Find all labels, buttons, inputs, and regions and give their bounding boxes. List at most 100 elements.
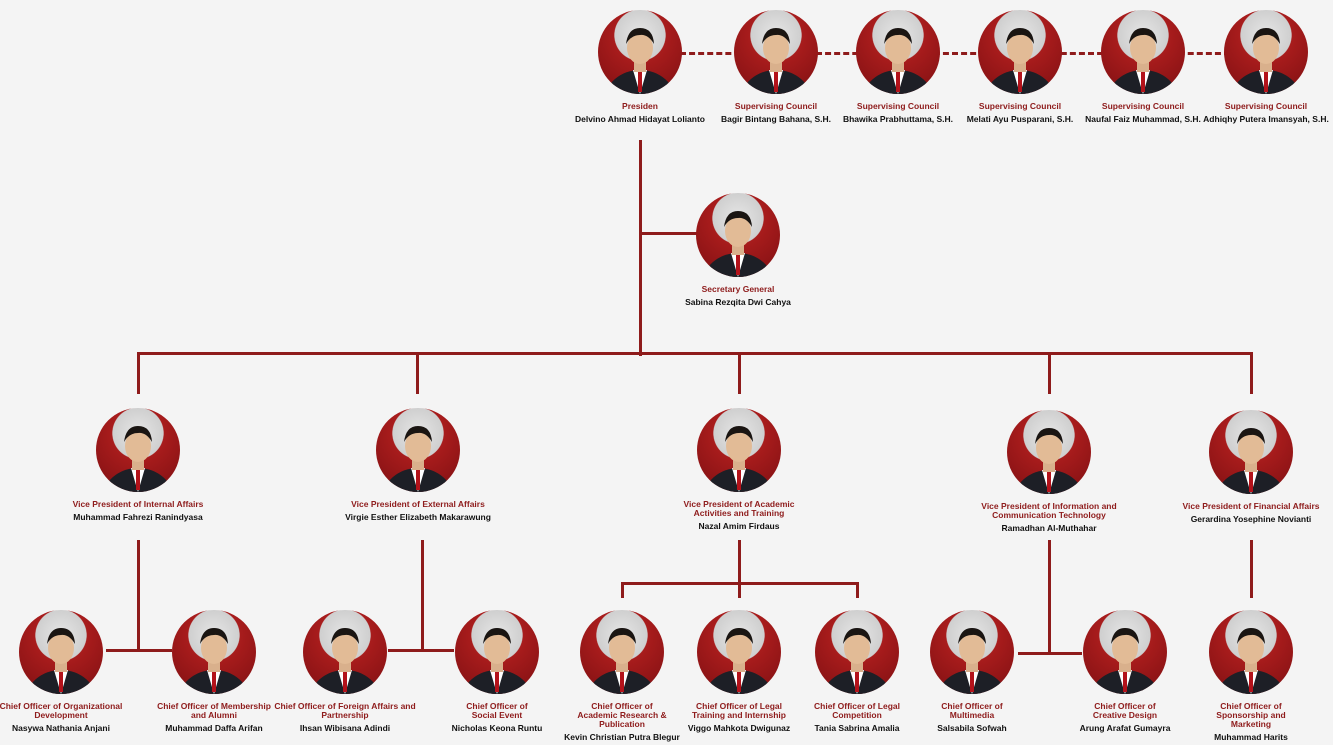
avatar — [96, 408, 180, 492]
org-node-vp-internal: Vice President of Internal Affairs Muham… — [28, 408, 248, 522]
org-node-vp-external: Vice President of External Affairs Virgi… — [308, 408, 528, 522]
connector — [738, 352, 741, 394]
node-role: Vice President of Information and Commun… — [981, 501, 1117, 520]
avatar — [303, 610, 387, 694]
connector — [621, 582, 624, 598]
connector — [1048, 540, 1051, 652]
connector — [856, 582, 859, 598]
node-name: Nasywa Nathania Anjani — [12, 723, 110, 733]
connector — [421, 540, 424, 650]
node-role: Chief Officer of Legal Training and Inte… — [692, 701, 786, 720]
node-role: Chief Officer of Foreign Affairs and Par… — [274, 701, 416, 720]
avatar — [930, 610, 1014, 694]
node-name: Arung Arafat Gumayra — [1079, 723, 1171, 733]
node-role: Chief Officer of Academic Research & Pub… — [577, 701, 667, 729]
avatar — [734, 10, 818, 94]
connector — [1250, 540, 1253, 598]
avatar — [1083, 610, 1167, 694]
org-node-chief: Chief Officer of Multimedia Salsabila So… — [862, 610, 1082, 733]
node-role: Chief Officer of Social Event — [466, 701, 528, 720]
connector — [1250, 352, 1253, 394]
org-node-chief: Chief Officer of Sponsorship and Marketi… — [1141, 610, 1333, 742]
avatar — [19, 610, 103, 694]
node-role: Supervising Council — [856, 101, 940, 111]
org-node-supervising-council: Supervising Council Naufal Faiz Muhammad… — [1033, 10, 1253, 124]
connector — [639, 232, 699, 235]
node-role: Vice President of Internal Affairs — [72, 499, 204, 509]
connector — [1048, 352, 1051, 394]
org-node-presiden: Presiden Delvino Ahmad Hidayat Lolianto — [530, 10, 750, 124]
org-node-chief: Chief Officer of Legal Training and Inte… — [629, 610, 849, 733]
connector — [1018, 652, 1082, 655]
node-name: Salsabila Sofwah — [937, 723, 1007, 733]
node-name: Delvino Ahmad Hidayat Lolianto — [574, 114, 706, 124]
connector — [416, 352, 419, 394]
node-name: Melati Ayu Pusparani, S.H. — [966, 114, 1074, 124]
node-name: Gerardina Yosephine Novianti — [1190, 514, 1312, 524]
avatar — [815, 610, 899, 694]
avatar — [580, 610, 664, 694]
connector — [738, 540, 741, 598]
org-node-vp-financial: Vice President of Financial Affairs Gera… — [1141, 410, 1333, 524]
node-name: Muhammad Daffa Arifan — [165, 723, 263, 733]
node-name: Muhammad Harits — [1214, 732, 1288, 742]
connector — [137, 352, 1253, 355]
node-name: Kevin Christian Putra Blegur — [564, 732, 680, 742]
org-node-chief: Chief Officer of Social Event Nicholas K… — [387, 610, 607, 733]
node-role: Secretary General — [701, 284, 775, 294]
connector — [137, 540, 140, 650]
org-node-vp-academic: Vice President of Academic Activities an… — [629, 408, 849, 531]
node-role: Vice President of Academic Activities an… — [683, 499, 795, 518]
org-node-supervising-council: Supervising Council Melati Ayu Pusparani… — [910, 10, 1130, 124]
node-role: Chief Officer of Organizational Developm… — [0, 701, 123, 720]
avatar — [978, 10, 1062, 94]
node-role: Supervising Council — [1224, 101, 1308, 111]
org-node-supervising-council: Supervising Council Bhawika Prabhuttama,… — [788, 10, 1008, 124]
avatar — [598, 10, 682, 94]
avatar — [1224, 10, 1308, 94]
org-node-secretary-general: Secretary General Sabina Rezqita Dwi Cah… — [628, 193, 848, 307]
avatar — [1209, 610, 1293, 694]
council-dashed-connector — [680, 52, 1230, 55]
org-node-chief: Chief Officer of Organizational Developm… — [0, 610, 171, 733]
node-name: Tania Sabrina Amalia — [814, 723, 900, 733]
org-node-chief: Chief Officer of Creative Design Arung A… — [1015, 610, 1235, 733]
connector — [621, 582, 859, 585]
node-name: Ramadhan Al-Muthahar — [1001, 523, 1097, 533]
node-role: Chief Officer of Legal Competition — [814, 701, 900, 720]
node-name: Nazal Amim Firdaus — [698, 521, 780, 531]
node-role: Vice President of Financial Affairs — [1182, 501, 1320, 511]
node-name: Virgie Esther Elizabeth Makarawung — [345, 512, 491, 522]
node-role: Supervising Council — [1101, 101, 1185, 111]
node-name: Nicholas Keona Runtu — [451, 723, 543, 733]
avatar — [376, 408, 460, 492]
org-node-vp-ict: Vice President of Information and Commun… — [939, 410, 1159, 533]
avatar — [1209, 410, 1293, 494]
node-name: Bagir Bintang Bahana, S.H. — [720, 114, 832, 124]
org-node-chief: Chief Officer of Foreign Affairs and Par… — [235, 610, 455, 733]
avatar — [696, 193, 780, 277]
node-name: Viggo Mahkota Dwigunaz — [687, 723, 791, 733]
node-role: Supervising Council — [978, 101, 1062, 111]
node-name: Adhiqhy Putera Imansyah, S.H. — [1203, 114, 1329, 124]
node-role: Supervising Council — [734, 101, 818, 111]
node-role: Chief Officer of Sponsorship and Marketi… — [1216, 701, 1286, 729]
org-node-chief: Chief Officer of Membership and Alumni M… — [104, 610, 324, 733]
node-role: Chief Officer of Creative Design — [1092, 701, 1158, 720]
node-name: Muhammad Fahrezi Ranindyasa — [73, 512, 203, 522]
avatar — [697, 408, 781, 492]
node-name: Sabina Rezqita Dwi Cahya — [685, 297, 791, 307]
org-node-chief: Chief Officer of Legal Competition Tania… — [747, 610, 967, 733]
org-node-chief: Chief Officer of Academic Research & Pub… — [512, 610, 732, 742]
connector — [137, 352, 140, 394]
avatar — [1101, 10, 1185, 94]
connector — [639, 140, 642, 356]
avatar — [856, 10, 940, 94]
node-role: Vice President of External Affairs — [351, 499, 485, 509]
avatar — [1007, 410, 1091, 494]
avatar — [172, 610, 256, 694]
avatar — [697, 610, 781, 694]
avatar — [455, 610, 539, 694]
connector — [388, 649, 454, 652]
org-node-supervising-council: Supervising Council Bagir Bintang Bahana… — [666, 10, 886, 124]
